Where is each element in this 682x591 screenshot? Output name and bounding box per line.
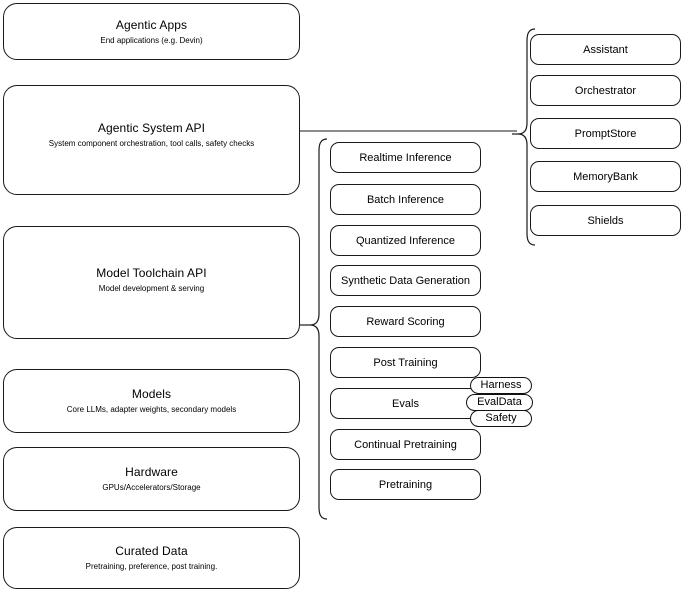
chip-promptstore[interactable]: PromptStore	[530, 118, 681, 149]
pill-label: EvalData	[477, 396, 522, 408]
chip-post-training[interactable]: Post Training	[330, 347, 481, 378]
chip-label: Synthetic Data Generation	[340, 274, 471, 287]
connector-agentic-system-to-components	[299, 130, 517, 132]
chip-label: Pretraining	[378, 478, 433, 491]
chip-realtime-inference[interactable]: Realtime Inference	[330, 142, 481, 173]
layer-subtitle: Core LLMs, adapter weights, secondary mo…	[66, 405, 237, 414]
layer-title: Curated Data	[115, 544, 188, 558]
chip-synthetic-data-generation[interactable]: Synthetic Data Generation	[330, 265, 481, 296]
chip-evals[interactable]: Evals	[330, 388, 481, 419]
layer-hardware[interactable]: Hardware GPUs/Accelerators/Storage	[3, 447, 300, 511]
layer-title: Hardware	[125, 465, 178, 479]
layer-curated-data[interactable]: Curated Data Pretraining, preference, po…	[3, 527, 300, 589]
pill-safety[interactable]: Safety	[470, 410, 532, 427]
chip-label: MemoryBank	[573, 170, 638, 183]
layer-subtitle: End applications (e.g. Devin)	[100, 35, 203, 45]
layer-title: Agentic System API	[97, 121, 206, 135]
layer-title: Models	[131, 387, 172, 401]
chip-label: Continual Pretraining	[354, 438, 457, 451]
layer-models[interactable]: Models Core LLMs, adapter weights, secon…	[3, 369, 300, 433]
layer-agentic-system-api[interactable]: Agentic System API System component orch…	[3, 85, 300, 195]
pill-label: Harness	[480, 379, 522, 391]
chip-label: Evals	[392, 397, 419, 410]
chip-memorybank[interactable]: MemoryBank	[530, 161, 681, 192]
chip-label: Assistant	[583, 43, 628, 56]
chip-label: Post Training	[373, 356, 438, 369]
chip-label: PromptStore	[574, 127, 637, 140]
chip-label: Reward Scoring	[366, 315, 445, 328]
chip-label: Batch Inference	[366, 193, 445, 206]
chip-label: Quantized Inference	[355, 234, 456, 247]
chip-label: Shields	[587, 214, 624, 227]
chip-reward-scoring[interactable]: Reward Scoring	[330, 306, 481, 337]
pill-harness[interactable]: Harness	[470, 377, 532, 394]
pill-label: Safety	[485, 412, 517, 424]
chip-label: Orchestrator	[574, 84, 637, 97]
layer-subtitle: System component orchestration, tool cal…	[48, 139, 255, 148]
chip-quantized-inference[interactable]: Quantized Inference	[330, 225, 481, 256]
brace-agentic-system	[512, 28, 536, 246]
chip-batch-inference[interactable]: Batch Inference	[330, 184, 481, 215]
chip-shields[interactable]: Shields	[530, 205, 681, 236]
chip-continual-pretraining[interactable]: Continual Pretraining	[330, 429, 481, 460]
layer-agentic-apps[interactable]: Agentic Apps End applications (e.g. Devi…	[3, 3, 300, 60]
layer-title: Agentic Apps	[115, 17, 188, 32]
brace-model-toolchain	[300, 138, 328, 520]
chip-orchestrator[interactable]: Orchestrator	[530, 75, 681, 106]
layer-subtitle: Pretraining, preference, post training.	[85, 562, 218, 571]
layer-title: Model Toolchain API	[96, 265, 207, 280]
pill-evaldata[interactable]: EvalData	[466, 394, 533, 411]
chip-label: Realtime Inference	[359, 151, 452, 164]
layer-subtitle: Model development & serving	[98, 283, 205, 293]
layer-subtitle: GPUs/Accelerators/Storage	[102, 483, 201, 492]
chip-assistant[interactable]: Assistant	[530, 34, 681, 65]
layer-model-toolchain-api[interactable]: Model Toolchain API Model development & …	[3, 226, 300, 339]
chip-pretraining[interactable]: Pretraining	[330, 469, 481, 500]
